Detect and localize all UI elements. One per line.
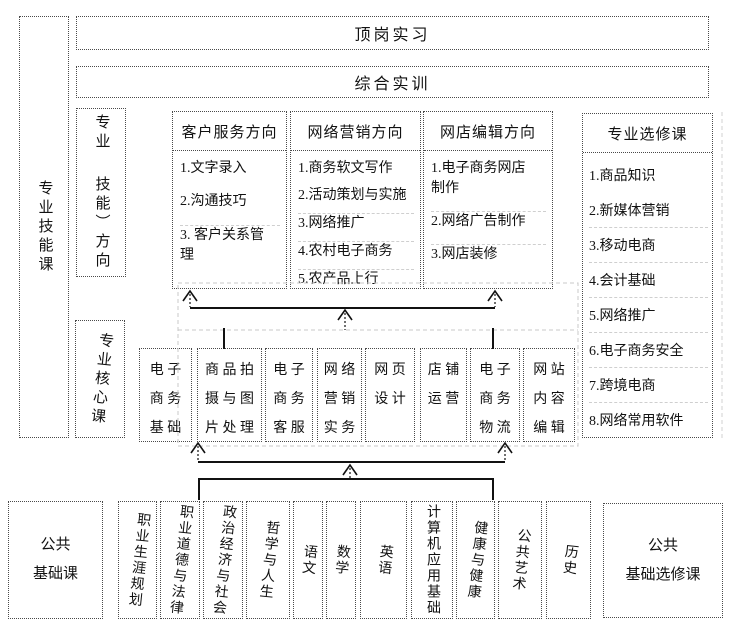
public-course-name: 语文 bbox=[299, 543, 318, 577]
skill-course-band: 专业技能课 bbox=[19, 16, 69, 438]
public-course-name: 职业道德与法律 bbox=[167, 503, 194, 617]
internship-label: 顶岗实习 bbox=[354, 27, 431, 44]
core-course-band: 专业核心课 bbox=[75, 320, 125, 438]
public-basic-box: 公共 基础课 bbox=[8, 501, 103, 619]
public-course-name: 英语 bbox=[374, 543, 394, 577]
core-course-box: 商 品 拍 摄 与 图 片 处 理 bbox=[197, 348, 262, 442]
elective-item: 3.移动电商 bbox=[589, 227, 708, 262]
direction-band-line1: 专业 bbox=[93, 114, 110, 152]
public-course-name: 数学 bbox=[332, 543, 351, 577]
public-elective-label: 公共 基础选修课 bbox=[625, 537, 701, 583]
public-course-name: 历史 bbox=[559, 543, 579, 577]
direction-course-item: 1.电子商务网店 制作 bbox=[431, 161, 526, 196]
core-course-box: 网 站 内 容 编 辑 bbox=[523, 348, 575, 442]
network-marketing-direction-title: 网络营销方向 bbox=[291, 112, 420, 151]
elective-item: 1.商品知识 bbox=[589, 168, 656, 184]
core-course-name: 网 页 设 计 bbox=[374, 363, 406, 407]
public-course-name: 计算机应用基础 bbox=[425, 504, 440, 616]
core-course-box: 电 子 商 务 物 流 bbox=[470, 348, 520, 442]
skill-course-label: 专业技能课 bbox=[36, 179, 53, 275]
public-elective-box: 公共 基础选修课 bbox=[603, 503, 723, 618]
public-course-column: 职业生涯规划 bbox=[118, 501, 157, 619]
direction-course-item: 3. 客户关系管 理 bbox=[180, 225, 280, 266]
public-course-name: 职业生涯规划 bbox=[125, 511, 151, 609]
public-course-column: 语文 bbox=[293, 501, 323, 619]
up-arrowhead bbox=[487, 289, 503, 302]
elective-course-title: 专业选修课 bbox=[583, 114, 712, 153]
direction-band-line2: 技能）方向 bbox=[93, 176, 110, 271]
customer-service-direction-title: 客户服务方向 bbox=[173, 112, 286, 151]
internship-box: 顶岗实习 bbox=[76, 16, 709, 50]
public-course-name: 健康与健康 bbox=[464, 519, 488, 601]
core-course-box: 店 铺 运 营 bbox=[420, 348, 467, 442]
elective-course-box: 专业选修课 1.商品知识 2.新媒体营销 3.移动电商 4.会计基础 5.网络推… bbox=[582, 113, 713, 438]
direction-course-item: 1.文字录入 bbox=[180, 161, 247, 176]
elective-item: 4.会计基础 bbox=[589, 262, 708, 297]
up-arrowhead bbox=[190, 441, 206, 454]
core-course-name: 网 络 营 销 实 务 bbox=[323, 363, 356, 436]
elective-item: 8.网络常用软件 bbox=[589, 402, 708, 437]
direction-course-item: 3.网络推广 bbox=[298, 213, 414, 233]
core-course-name: 电 子 商 务 客 服 bbox=[273, 363, 305, 436]
public-course-name: 哲学与人生 bbox=[256, 519, 281, 601]
core-course-box: 电 子 商 务 基 础 bbox=[139, 348, 192, 442]
core-course-box: 网 络 营 销 实 务 bbox=[317, 348, 362, 442]
public-course-column: 数学 bbox=[326, 501, 356, 619]
shop-editing-direction-box: 网店编辑方向 1.电子商务网店 制作 2.网络广告制作 3.网店装修 bbox=[423, 111, 553, 289]
public-course-column: 英语 bbox=[360, 501, 407, 619]
core-course-name: 电 子 商 务 基 础 bbox=[149, 363, 182, 436]
elective-item: 6.电子商务安全 bbox=[589, 332, 708, 367]
direction-course-item: 1.商务软文写作 bbox=[298, 161, 393, 176]
up-arrowhead bbox=[182, 289, 198, 302]
core-course-box: 网 页 设 计 bbox=[365, 348, 415, 442]
core-course-name: 网 站 内 容 编 辑 bbox=[533, 363, 565, 436]
elective-item: 2.新媒体营销 bbox=[589, 203, 670, 219]
direction-course-item: 2.网络广告制作 bbox=[431, 211, 546, 232]
up-arrowhead bbox=[337, 308, 353, 321]
public-course-column: 计算机应用基础 bbox=[411, 501, 453, 619]
core-course-name: 商 品 拍 摄 与 图 片 处 理 bbox=[205, 363, 254, 436]
core-course-name: 电 子 商 务 物 流 bbox=[479, 363, 511, 436]
public-course-column: 历史 bbox=[546, 501, 591, 619]
lower-connector-bracket bbox=[198, 478, 494, 500]
core-course-box: 电 子 商 务 客 服 bbox=[265, 348, 313, 442]
direction-course-item: 5.农产品上行 bbox=[298, 269, 414, 289]
public-course-name: 政治经济与社会 bbox=[210, 503, 237, 617]
shop-editing-direction-title: 网店编辑方向 bbox=[424, 112, 552, 151]
direction-course-item: 4.农村电子商务 bbox=[298, 241, 414, 261]
core-course-label: 专业核心课 bbox=[87, 330, 114, 428]
public-course-column: 职业道德与法律 bbox=[160, 501, 200, 619]
public-course-column: 哲学与人生 bbox=[246, 501, 290, 619]
elective-item: 7.跨境电商 bbox=[589, 367, 708, 402]
public-basic-label: 公共 基础课 bbox=[32, 537, 78, 582]
direction-course-item: 2.活动策划与实施 bbox=[298, 188, 407, 203]
public-course-name: 公共艺术 bbox=[509, 527, 532, 593]
training-box: 综合实训 bbox=[76, 66, 709, 98]
up-arrowhead bbox=[497, 441, 513, 454]
public-course-column: 政治经济与社会 bbox=[203, 501, 243, 619]
direction-course-item: 2.沟通技巧 bbox=[180, 194, 247, 209]
direction-band: 专业 技能）方向 bbox=[76, 108, 126, 277]
up-arrowhead bbox=[342, 463, 358, 476]
elective-item: 5.网络推广 bbox=[589, 297, 708, 332]
public-course-column: 健康与健康 bbox=[456, 501, 495, 619]
core-course-name: 店 铺 运 营 bbox=[427, 363, 460, 407]
network-marketing-direction-box: 网络营销方向 1.商务软文写作 2.活动策划与实施 3.网络推广 4.农村电子商… bbox=[290, 111, 421, 289]
customer-service-direction-box: 客户服务方向 1.文字录入 2.沟通技巧 3. 客户关系管 理 bbox=[172, 111, 287, 289]
direction-course-item: 3.网店装修 bbox=[431, 244, 546, 265]
training-label: 综合实训 bbox=[354, 76, 431, 93]
public-course-column: 公共艺术 bbox=[498, 501, 542, 619]
